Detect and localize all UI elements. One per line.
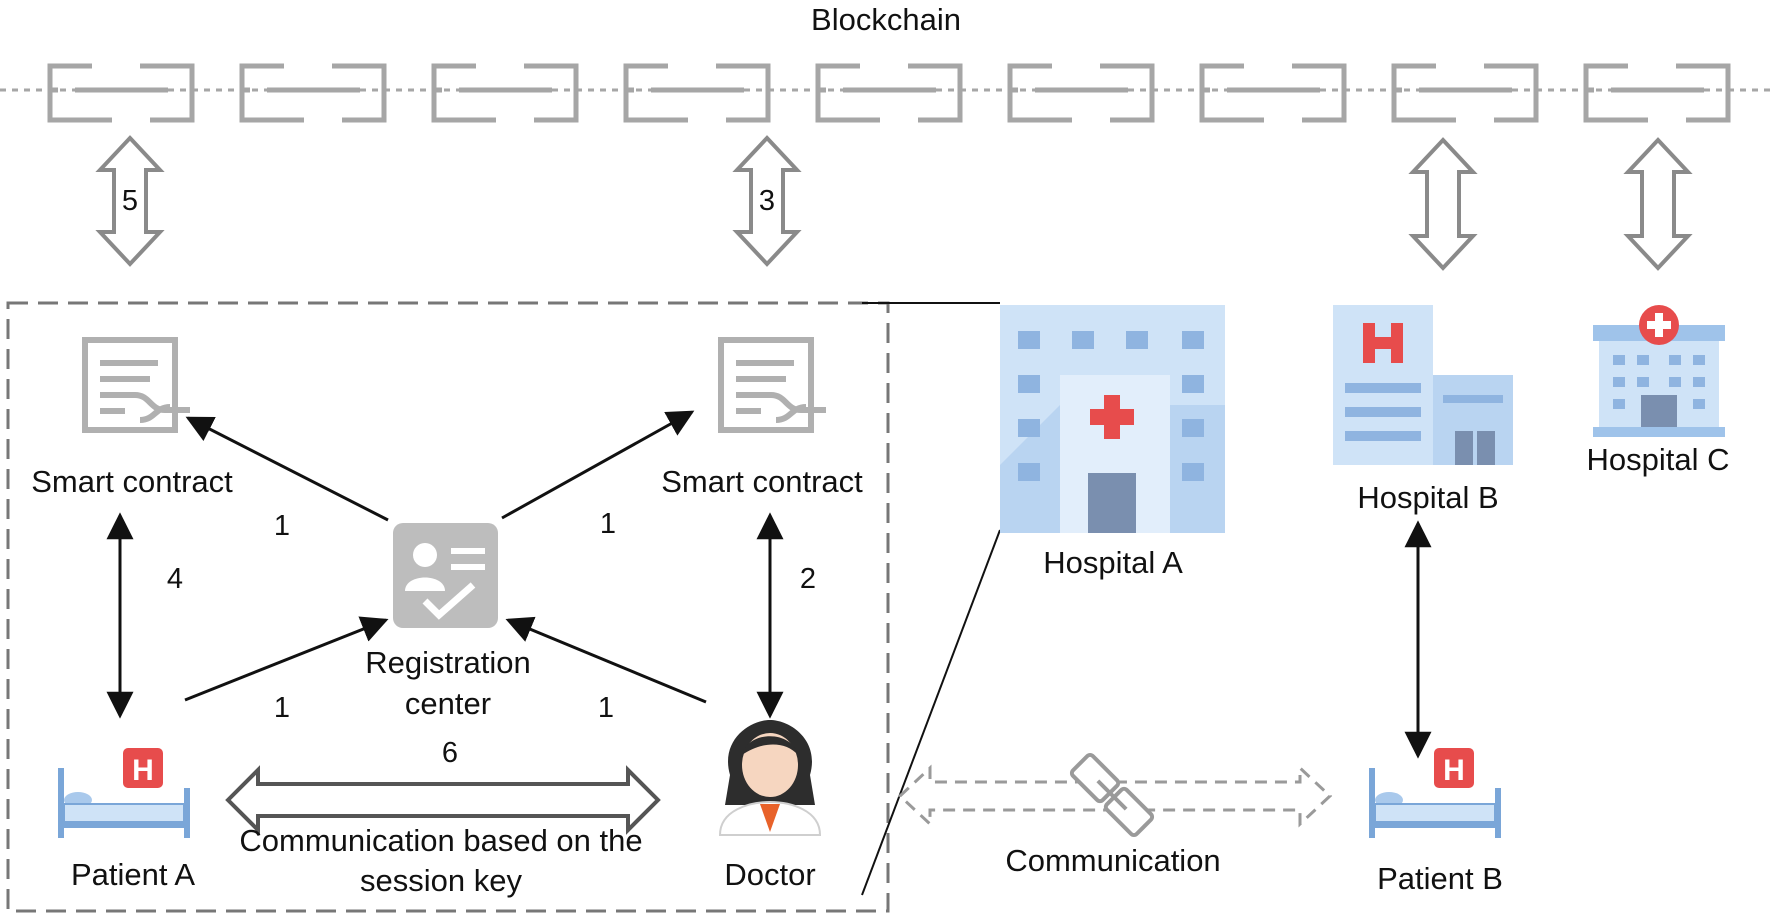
session-communication-arrow bbox=[225, 765, 661, 835]
hospital-a-icon bbox=[1000, 305, 1225, 533]
step-1-label: 1 bbox=[274, 510, 290, 542]
smart-contract-right-label: Smart contract bbox=[661, 464, 863, 499]
hospital-c-icon bbox=[1593, 305, 1725, 437]
smart-contract-left-label: Smart contract bbox=[31, 464, 233, 499]
step-1-label: 1 bbox=[598, 692, 614, 724]
chain-link-icon bbox=[434, 66, 576, 120]
arrow-rc-to-sc-left bbox=[185, 416, 389, 522]
hospital-b-icon bbox=[1333, 305, 1513, 465]
chain-link-icon bbox=[818, 66, 960, 120]
step-5-label: 5 bbox=[122, 185, 138, 217]
hospital-badge-icon: H bbox=[1443, 754, 1465, 787]
link-icon bbox=[1069, 752, 1155, 838]
arrow-doctor-to-rc bbox=[505, 616, 707, 704]
session-communication-label-1: Communication based on the bbox=[239, 823, 642, 858]
blockchain-title: Blockchain bbox=[811, 2, 961, 37]
hospital-badge-icon: H bbox=[132, 754, 154, 787]
hospital-b-label: Hospital B bbox=[1357, 480, 1498, 515]
patient-b-label: Patient B bbox=[1377, 861, 1503, 896]
smart-contract-icon bbox=[718, 337, 826, 433]
doctor-avatar-icon bbox=[718, 720, 822, 836]
blockchain-chain bbox=[0, 66, 1770, 120]
chain-arrow-5: 5 bbox=[95, 135, 165, 267]
smart-contract-icon bbox=[82, 337, 190, 433]
registration-center-label-2: center bbox=[405, 686, 491, 721]
communication-arrow bbox=[897, 752, 1333, 838]
hospital-a-boundary bbox=[6, 301, 890, 913]
chain-arrow-hospital-c bbox=[1623, 137, 1693, 271]
step-4-label: 4 bbox=[167, 563, 183, 595]
step-2-label: 2 bbox=[800, 563, 816, 595]
chain-link-icon bbox=[626, 66, 768, 120]
step-6-label: 6 bbox=[442, 737, 458, 769]
chain-arrow-3: 3 bbox=[732, 135, 802, 267]
chain-link-icon bbox=[1394, 66, 1536, 120]
chain-link-icon bbox=[1010, 66, 1152, 120]
hospital-c-label: Hospital C bbox=[1587, 442, 1730, 477]
chain-link-icon bbox=[1586, 66, 1728, 120]
doctor-label: Doctor bbox=[724, 857, 815, 892]
patient-b-bed-icon: H bbox=[1369, 748, 1501, 838]
hospital-a-label: Hospital A bbox=[1043, 545, 1183, 580]
chain-arrow-hospital-b bbox=[1408, 137, 1478, 271]
chain-link-icon bbox=[1202, 66, 1344, 120]
patient-a-label: Patient A bbox=[71, 857, 195, 892]
chain-link-icon bbox=[242, 66, 384, 120]
registration-center-icon bbox=[393, 523, 498, 628]
patient-a-bed-icon: H bbox=[58, 748, 190, 838]
communication-label: Communication bbox=[1005, 843, 1220, 878]
arrow-patient-to-rc bbox=[184, 616, 389, 702]
arrow-rc-to-sc-right bbox=[501, 410, 695, 520]
step-3-label: 3 bbox=[759, 185, 775, 217]
session-communication-label-2: session key bbox=[360, 863, 522, 898]
chain-link-icon bbox=[50, 66, 192, 120]
step-1-label: 1 bbox=[274, 692, 290, 724]
step-1-label: 1 bbox=[600, 508, 616, 540]
zoom-line-bottom bbox=[861, 529, 1001, 896]
registration-center-label-1: Registration bbox=[365, 645, 530, 680]
